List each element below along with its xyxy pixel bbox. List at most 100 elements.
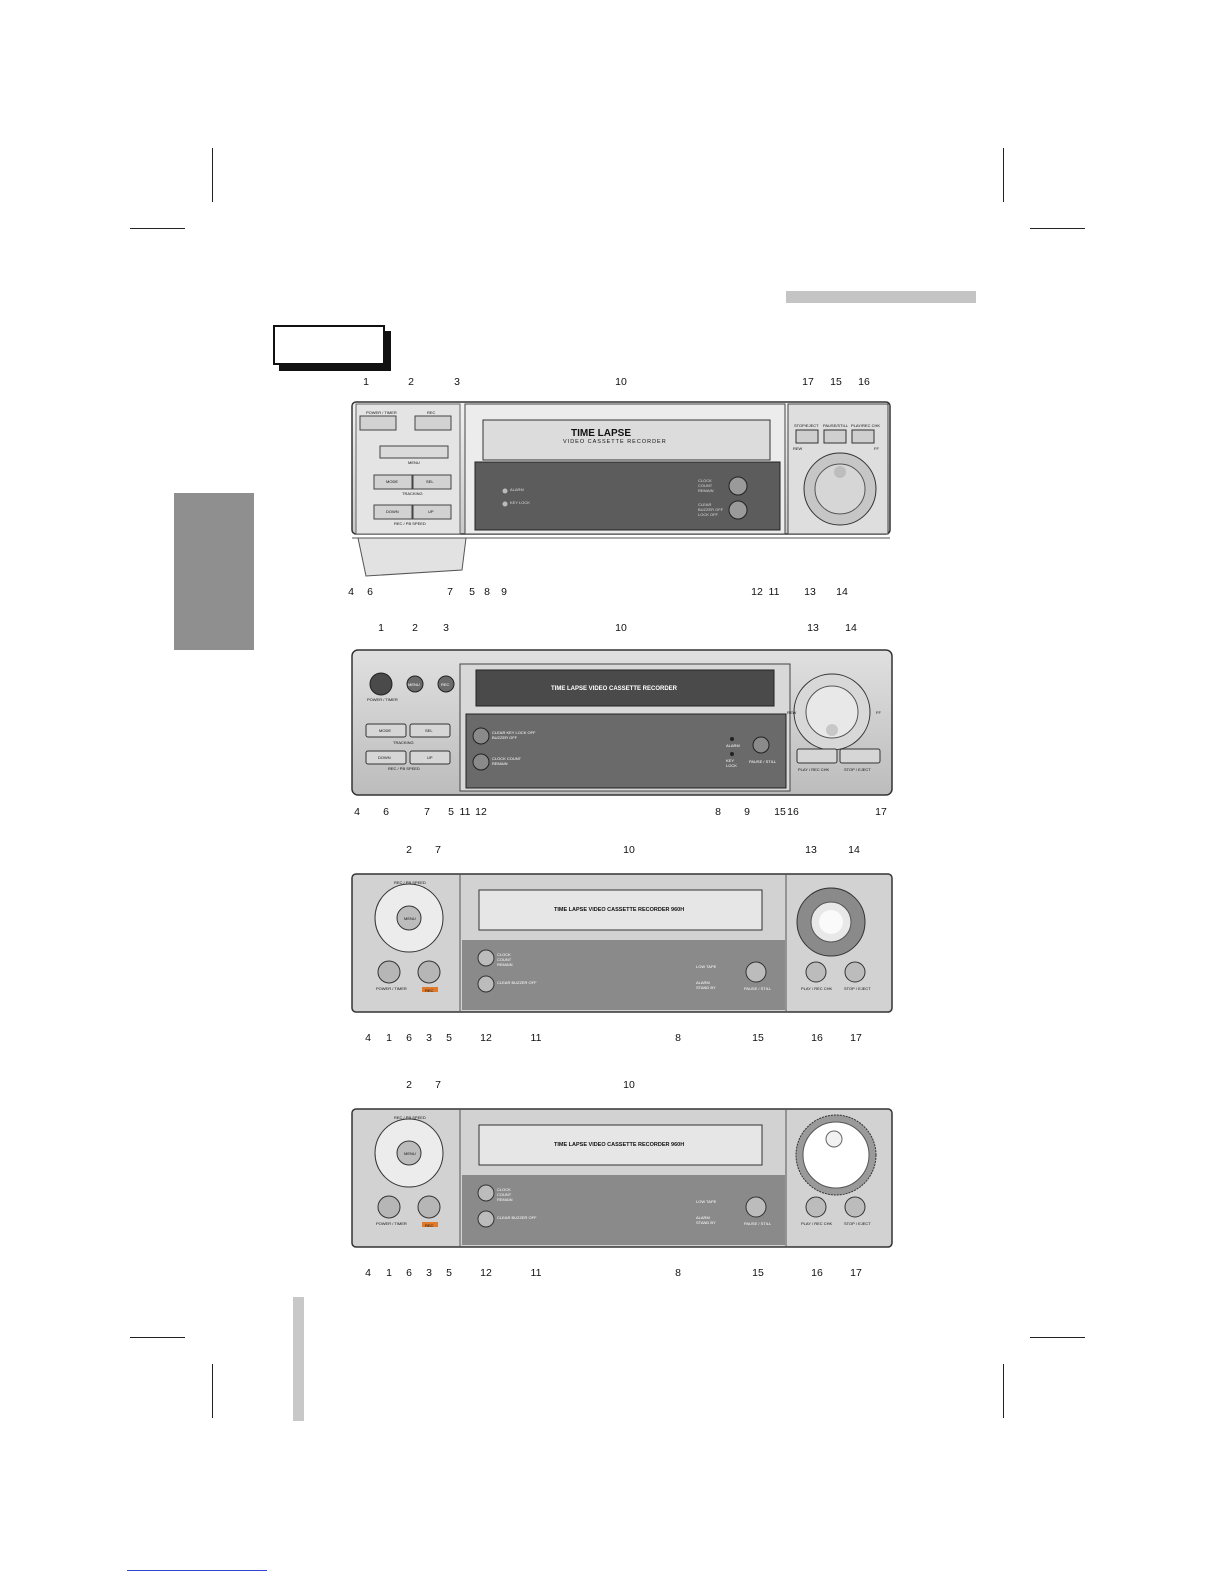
sel-label: SEL: [426, 479, 434, 484]
callout: 4: [348, 586, 354, 598]
low-tape-label: LOW TAPE: [696, 964, 717, 969]
key-lock-label: KEY LOCK: [510, 500, 530, 505]
play-rec-chk-label: PLAY / REC CHK: [798, 767, 830, 772]
callout: 13: [805, 844, 817, 856]
cassette-slot: [482, 419, 771, 461]
clear-button: [728, 500, 748, 520]
callout: 4: [365, 1032, 371, 1044]
callout: 3: [426, 1267, 432, 1279]
pause-still-button: [823, 429, 847, 444]
vcr-figure-b: 1 2 3 10 13 14 TIME LAPSE VIDEO CASSETTE…: [350, 622, 895, 822]
callout: 1: [386, 1032, 392, 1044]
clear-button: [477, 975, 495, 993]
tracking-label: TRACKING: [393, 740, 414, 745]
callout: 3: [454, 376, 460, 388]
callout: 3: [426, 1032, 432, 1044]
rec-button: [414, 415, 452, 431]
callout: 12: [751, 586, 763, 598]
callout: 8: [715, 806, 721, 818]
rec-label: REC: [441, 682, 450, 687]
clock-button: [728, 476, 748, 496]
cassette-slot: [478, 889, 763, 931]
power-timer-label: POWER / TIMER: [376, 986, 407, 991]
menu-button: [379, 445, 449, 459]
sel-label: SEL: [425, 728, 433, 733]
callout: 7: [435, 1079, 441, 1091]
stop-eject-label: STOP / EJECT: [844, 1221, 871, 1226]
footer-link-line: [127, 1570, 267, 1571]
callout: 2: [408, 376, 414, 388]
callout: 12: [480, 1267, 492, 1279]
key-lock-label: KEY LOCK: [726, 758, 737, 768]
callout: 11: [768, 586, 780, 598]
callout: 11: [459, 806, 471, 818]
stop-eject-label: STOP / EJECT: [844, 767, 871, 772]
clear-label: CLEAR BUZZER OFF: [497, 1215, 537, 1220]
crop-mark: [1003, 1364, 1004, 1418]
callout: 7: [447, 586, 453, 598]
clock-label: CLOCK COUNT REMAIN: [497, 952, 513, 967]
callout: 14: [848, 844, 860, 856]
jog-dial: [805, 685, 859, 739]
callout: 10: [615, 622, 627, 634]
callout: 15: [774, 806, 786, 818]
power-timer-label: POWER / TIMER: [376, 1221, 407, 1226]
pause-still-label: PAUSE / STILL: [744, 1221, 772, 1226]
stop-eject-label: STOP/EJECT: [794, 423, 819, 428]
callout: 12: [475, 806, 487, 818]
mode-button: [365, 723, 407, 738]
rec-label: REC: [425, 1223, 434, 1228]
cassette-slot: [475, 669, 775, 707]
play-rec-chk-button: [796, 748, 838, 764]
play-rec-chk-button: [851, 429, 875, 444]
stop-eject-button: [844, 961, 866, 983]
callout: 1: [363, 376, 369, 388]
callout: 13: [807, 622, 819, 634]
play-rec-chk-button: [805, 1196, 827, 1218]
callout: 2: [412, 622, 418, 634]
clear-button: [477, 1210, 495, 1228]
callout: 5: [446, 1267, 452, 1279]
stop-eject-button: [844, 1196, 866, 1218]
pause-still-label: PAUSE / STILL: [749, 759, 777, 764]
callout: 16: [811, 1032, 823, 1044]
rec-button: [417, 960, 441, 984]
key-lock-led: [730, 752, 734, 756]
rew-label: REW: [793, 446, 803, 451]
callout: 17: [850, 1267, 862, 1279]
play-rec-chk-label: PLAY / REC CHK: [801, 986, 833, 991]
margin-rule: [293, 1297, 304, 1421]
alarm-label: ALARM STAND BY: [696, 980, 716, 990]
speed-label: REC / PB SPEED: [394, 880, 426, 885]
callout: 14: [845, 622, 857, 634]
up-button: [409, 750, 451, 765]
vcr-figure-a: 1 2 3 10 17 15 16: [348, 376, 895, 601]
ff-label: FF: [876, 710, 881, 715]
vcr-body-c: [351, 873, 893, 1013]
menu-label: MENU: [404, 916, 416, 921]
callout: 11: [530, 1267, 542, 1279]
callout: 8: [484, 586, 490, 598]
crop-mark: [212, 148, 213, 202]
callout: 9: [744, 806, 750, 818]
clear-label: CLEAR BUZZER OFF: [497, 980, 537, 985]
callout: 6: [383, 806, 389, 818]
power-timer-button: [377, 960, 401, 984]
callout: 10: [623, 1079, 635, 1091]
brand-title: TIME LAPSE VIDEO CASSETTE RECORDER 960H: [554, 907, 685, 913]
rew-label: REW: [787, 710, 797, 715]
callout: 6: [406, 1267, 412, 1279]
power-timer-button: [377, 1195, 401, 1219]
alarm-label: ALARM STAND BY: [696, 1215, 716, 1225]
callout: 13: [804, 586, 816, 598]
callout: 16: [858, 376, 870, 388]
callout: 17: [802, 376, 814, 388]
callout: 15: [752, 1267, 764, 1279]
clock-label: CLOCK COUNT REMAIN: [492, 756, 522, 766]
power-timer-button: [359, 415, 397, 431]
play-rec-chk-button: [805, 961, 827, 983]
crop-mark: [130, 1337, 185, 1338]
jog-dial: [814, 463, 866, 515]
jog-dial: [802, 1121, 870, 1189]
callout: 16: [787, 806, 799, 818]
